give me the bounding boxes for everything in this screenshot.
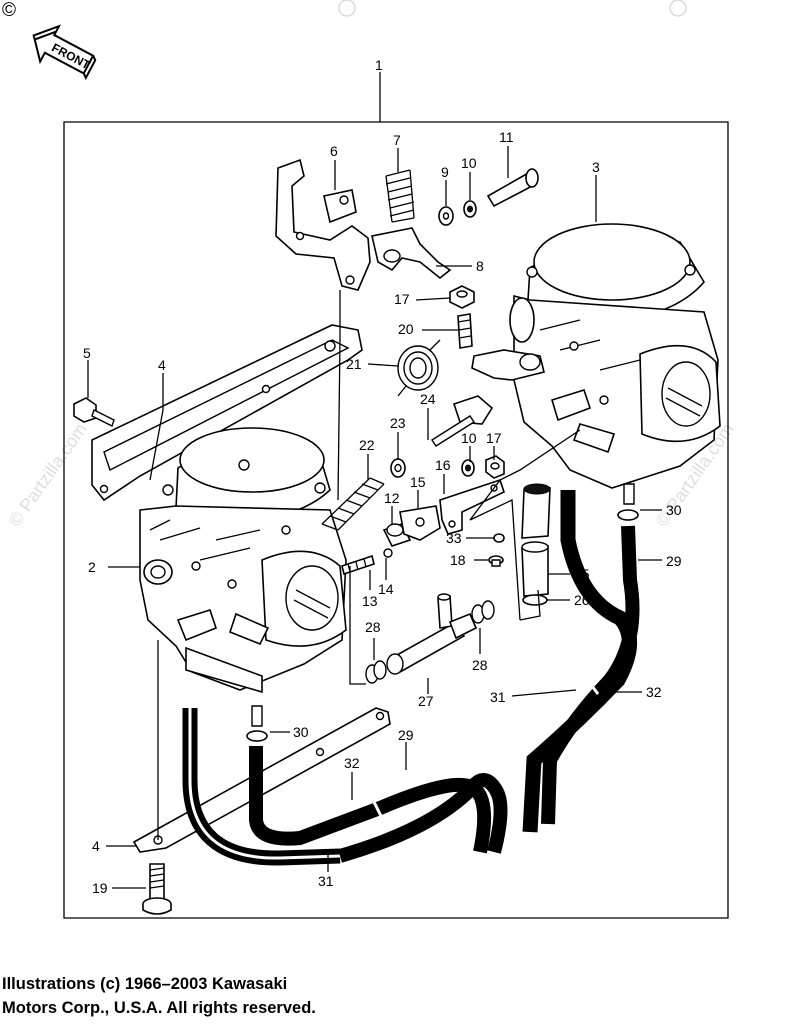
callout-32-right: 32 (646, 684, 662, 700)
callout-31-right: 31 (490, 689, 506, 705)
callout-1: 1 (375, 57, 383, 73)
callout-13: 13 (362, 593, 378, 609)
spring-21 (397, 339, 441, 397)
callout-7: 7 (393, 132, 401, 148)
callout-4-lower: 4 (92, 838, 100, 854)
front-arrow: FRONT (32, 24, 97, 81)
callout-28-right: 28 (472, 657, 488, 673)
clip-26 (522, 594, 548, 606)
o-rings-28-left (365, 660, 387, 684)
needle-13 (341, 554, 375, 576)
callout-21: 21 (346, 356, 362, 372)
leader-lines (87, 146, 662, 889)
callout-28-left: 28 (365, 619, 381, 635)
o-rings-28-right (471, 600, 495, 624)
callout-26: 26 (574, 592, 590, 608)
callout-27: 27 (418, 693, 434, 709)
spring-7 (385, 169, 415, 223)
callout-32-left: 32 (344, 755, 360, 771)
callout-8: 8 (476, 258, 484, 274)
washer-9 (438, 206, 454, 226)
washer-10-lower (461, 459, 475, 477)
plate-15 (399, 505, 441, 541)
nut-17-upper (449, 285, 475, 309)
callout-17-upper: 17 (394, 291, 410, 307)
fuel-tee-27 (386, 593, 478, 675)
carburetor-right (509, 223, 721, 489)
hose-31-left (182, 708, 341, 866)
callout-3: 3 (592, 159, 600, 175)
callout-9: 9 (441, 164, 449, 180)
throttle-shaft-24 (431, 349, 545, 447)
assembly-frame (63, 121, 729, 919)
callout-4-upper: 4 (158, 357, 166, 373)
callout-17-lower: 17 (486, 430, 502, 446)
callout-30-left: 30 (293, 724, 309, 740)
mounting-bracket-upper (91, 324, 363, 502)
clip-30-left (246, 705, 268, 742)
callout-14: 14 (378, 581, 394, 597)
callout-23: 23 (390, 415, 406, 431)
spring-22 (321, 477, 385, 531)
callout-6: 6 (330, 143, 338, 159)
callout-numbers: 1 2 3 4 4 5 6 7 8 9 10 10 11 12 13 14 15… (83, 57, 682, 896)
bolt-5 (73, 397, 115, 427)
bolt-19 (142, 863, 172, 915)
callout-19: 19 (92, 880, 108, 896)
callout-30-right: 30 (666, 502, 682, 518)
clip-30-right (617, 483, 639, 521)
callout-24: 24 (420, 391, 436, 407)
callout-16: 16 (435, 457, 451, 473)
callout-2: 2 (88, 559, 96, 575)
callout-33: 33 (446, 530, 462, 546)
callout-15: 15 (410, 474, 426, 490)
hose-29-right (541, 525, 640, 825)
callout-10-upper: 10 (461, 155, 477, 171)
callout-5: 5 (83, 345, 91, 361)
callout-31-left: 31 (318, 873, 334, 889)
screw-20 (457, 313, 473, 349)
hose-29-left (249, 746, 508, 863)
callout-18: 18 (450, 552, 466, 568)
callout-22: 22 (359, 437, 375, 453)
washer-23 (390, 458, 406, 478)
callout-29-right: 29 (666, 553, 682, 569)
washer-10-upper (463, 200, 477, 218)
clamp-8 (371, 227, 452, 280)
callout-10-lower: 10 (461, 430, 477, 446)
watermark-top-right (669, 0, 687, 17)
nut-17-lower (485, 455, 505, 479)
caption-line-2: Motors Corp., U.S.A. All rights reserved… (2, 999, 316, 1017)
callout-20: 20 (398, 321, 414, 337)
callout-11: 11 (499, 129, 514, 145)
fuel-hose-25 (521, 483, 551, 597)
carburetor-left (139, 427, 347, 694)
watermark-left: © Partzilla.com (5, 419, 91, 530)
watermark-top-center (338, 0, 356, 17)
bolt-11 (486, 168, 539, 208)
callout-25: 25 (574, 566, 590, 582)
linkage-6 (275, 158, 371, 291)
caption-line-1: Illustrations (c) 1966–2003 Kawasaki (2, 975, 288, 993)
copyright-symbol: © (2, 0, 16, 21)
callout-12: 12 (384, 490, 400, 506)
washer-33 (493, 533, 505, 543)
copyright-caption: Illustrations (c) 1966–2003 Kawasaki Mot… (2, 972, 316, 1020)
washer-14 (383, 548, 393, 558)
callout-29-left: 29 (398, 727, 414, 743)
screw-18 (488, 555, 504, 567)
hose-32-bands (370, 677, 600, 827)
